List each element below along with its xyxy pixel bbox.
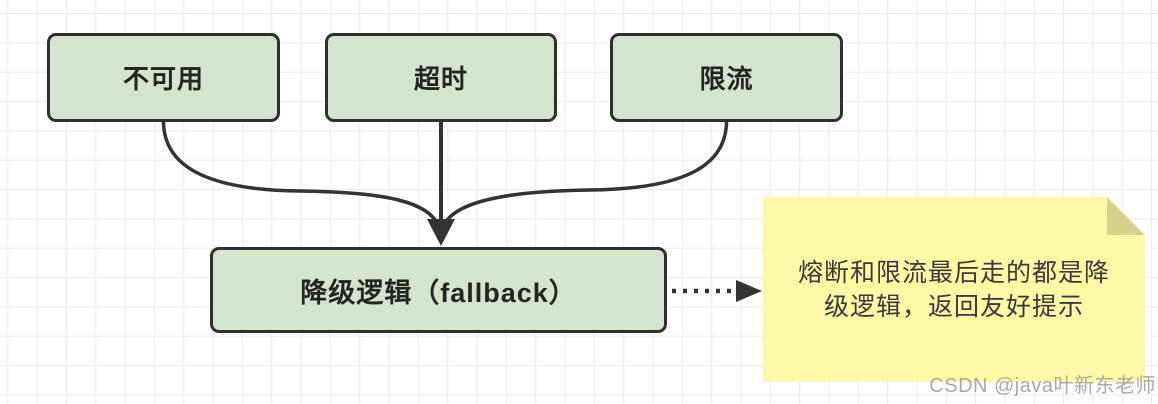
arrowhead-right-icon — [736, 280, 762, 302]
csdn-watermark: CSDN @java叶新东老师 — [929, 375, 1156, 397]
node-rate-limit[interactable]: 限流 — [610, 33, 843, 122]
arrowhead-down-icon — [427, 219, 455, 246]
edge-ratelimit-to-fallback — [441, 119, 729, 228]
edge-unavailable-to-fallback — [161, 119, 441, 228]
sticky-note[interactable]: 熔断和限流最后走的都是降级逻辑，返回友好提示 — [763, 197, 1145, 382]
node-fallback-label: 降级逻辑（fallback） — [300, 277, 577, 308]
node-rate-limit-label: 限流 — [699, 64, 754, 94]
node-unavailable-label: 不可用 — [122, 64, 204, 94]
node-timeout-label: 超时 — [413, 64, 468, 94]
node-fallback[interactable]: 降级逻辑（fallback） — [210, 247, 667, 333]
folded-corner-icon — [1107, 197, 1145, 235]
sticky-note-text: 熔断和限流最后走的都是降级逻辑，返回友好提示 — [797, 258, 1110, 321]
node-unavailable[interactable]: 不可用 — [47, 33, 280, 122]
node-timeout[interactable]: 超时 — [325, 33, 557, 122]
